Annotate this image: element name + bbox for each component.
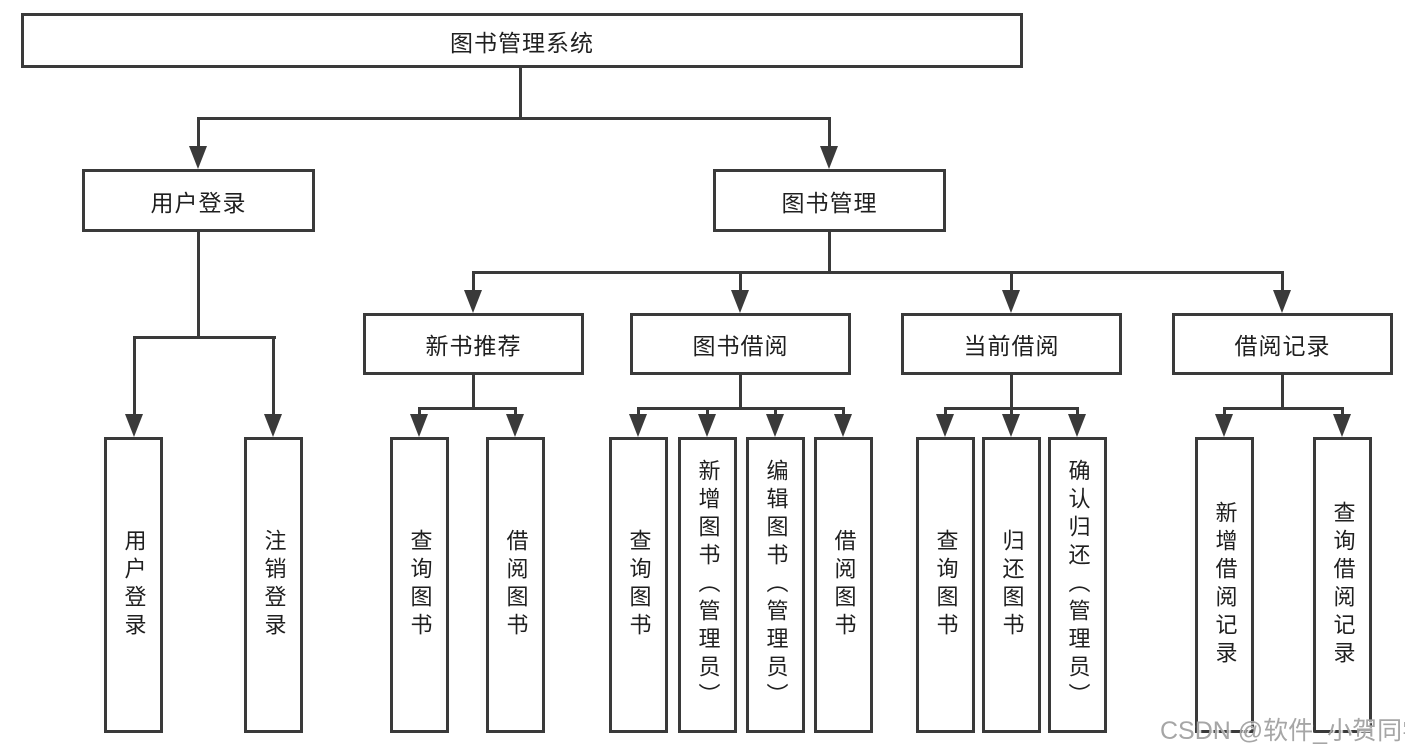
node-library-management-system: 图书管理系统 [21,13,1023,68]
node-label: 当前借阅 [963,333,1060,359]
arrowhead-down-icon [506,414,524,437]
connector-drop-new-books [472,271,475,295]
connector-book-mgmt-bus [472,271,1284,274]
connector-drop-leaf [133,336,136,419]
arrowhead-down-icon [264,414,282,437]
arrowhead-down-icon [189,146,207,169]
leaf-edit-book-admin: 编辑图书（管理员） [746,437,805,733]
arrowhead-down-icon [410,414,428,437]
connector-drop-leaf [272,336,275,419]
node-label: 借阅记录 [1234,333,1331,359]
arrowhead-down-icon [1068,414,1086,437]
connector-drop-current-borrow [1010,271,1013,295]
leaf-borrow-books: 借阅图书 [486,437,545,733]
node-label: 新书推荐 [425,333,522,359]
leaf-query-books: 查询图书 [916,437,975,733]
connector-drop-book-borrow [739,271,742,295]
leaf-label: 编辑图书（管理员） [763,459,789,711]
leaf-label: 借阅图书 [831,529,857,641]
leaf-add-book-admin: 新增图书（管理员） [678,437,737,733]
leaf-label: 借阅图书 [503,529,529,641]
node-book-borrowing: 图书借阅 [630,313,851,375]
connector-drop-user-login [197,117,200,149]
arrowhead-down-icon [766,414,784,437]
arrowhead-down-icon [1333,414,1351,437]
connector-drop-leaf [1341,407,1344,417]
connector-drop-leaf [1223,407,1226,417]
connector-drop-leaf [944,407,947,417]
arrowhead-down-icon [731,290,749,313]
connector-drop-borrow-records [1281,271,1284,295]
leaf-label: 归还图书 [999,529,1025,641]
connector-user-login-bus [133,336,276,339]
connector-drop-leaf [842,407,845,417]
arrowhead-down-icon [125,414,143,437]
connector-root-bus [197,117,831,120]
leaf-label: 新增图书（管理员） [695,459,721,711]
connector-stem [1281,375,1284,407]
connector-root-stem [519,68,522,119]
leaf-label: 查询图书 [933,529,959,641]
arrowhead-down-icon [1002,290,1020,313]
connector-drop-book-management [828,117,831,149]
leaf-query-borrow-record: 查询借阅记录 [1313,437,1372,733]
node-label: 图书管理系统 [450,29,594,56]
leaf-label: 确认归还（管理员） [1065,459,1091,711]
connector-stem [472,375,475,407]
arrowhead-down-icon [464,290,482,313]
connector-drop-leaf [1076,407,1079,417]
arrowhead-down-icon [1273,290,1291,313]
leaf-confirm-return-admin: 确认归还（管理员） [1048,437,1107,733]
connector-drop-leaf [774,407,777,417]
connector-drop-leaf [418,407,421,417]
connector-drop-leaf [706,407,709,417]
node-label: 图书借阅 [692,333,789,359]
leaf-logout: 注销登录 [244,437,303,733]
leaf-label: 查询图书 [407,529,433,641]
leaf-query-books: 查询图书 [609,437,668,733]
leaf-label: 新增借阅记录 [1212,501,1238,669]
arrowhead-down-icon [820,146,838,169]
node-user-login-branch: 用户登录 [82,169,315,232]
connector-drop-leaf [1010,407,1013,417]
arrowhead-down-icon [1002,414,1020,437]
leaf-label: 查询借阅记录 [1330,501,1356,669]
arrowhead-down-icon [698,414,716,437]
leaf-borrow-books: 借阅图书 [814,437,873,733]
connector-drop-leaf [637,407,640,417]
connector-bus [418,407,516,410]
node-book-management-branch: 图书管理 [713,169,946,232]
csdn-watermark: CSDN @软件_小贺同学 [1160,717,1405,745]
leaf-return-books: 归还图书 [982,437,1041,733]
leaf-label: 查询图书 [626,529,652,641]
node-label: 图书管理 [781,189,878,216]
connector-user-login-stem [197,232,200,336]
connector-stem [739,375,742,407]
connector-bus [637,407,844,410]
connector-stem [1010,375,1013,407]
leaf-label: 注销登录 [261,529,287,641]
arrowhead-down-icon [1215,414,1233,437]
connector-bus [1223,407,1343,410]
leaf-label: 用户登录 [121,529,147,641]
leaf-query-books: 查询图书 [390,437,449,733]
arrowhead-down-icon [834,414,852,437]
leaf-add-borrow-record: 新增借阅记录 [1195,437,1254,733]
node-current-borrowing: 当前借阅 [901,313,1122,375]
node-new-book-recommend: 新书推荐 [363,313,584,375]
arrowhead-down-icon [629,414,647,437]
connector-book-mgmt-stem [828,232,831,271]
leaf-user-login: 用户登录 [104,437,163,733]
node-borrowing-records: 借阅记录 [1172,313,1393,375]
connector-drop-leaf [514,407,517,417]
arrowhead-down-icon [936,414,954,437]
node-label: 用户登录 [150,189,247,216]
